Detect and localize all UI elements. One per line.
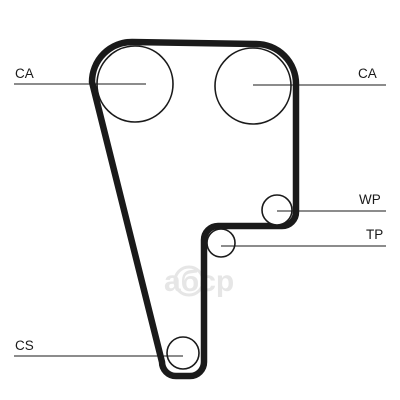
water-pump-pulley (261, 194, 293, 226)
label-cam-left: CA (15, 66, 34, 81)
label-tensioner: TP (366, 227, 383, 242)
tensioner-pulley (206, 228, 236, 258)
timing-belt (88, 38, 300, 380)
label-cam-right: CA (358, 66, 377, 81)
label-crankshaft: CS (15, 338, 34, 353)
watermark: aбcp (164, 265, 234, 298)
crankshaft-pulley (166, 336, 200, 370)
watermark-text: aбcp (164, 265, 234, 298)
camshaft-pulley-right (214, 47, 292, 125)
label-water-pump: WP (359, 192, 381, 207)
